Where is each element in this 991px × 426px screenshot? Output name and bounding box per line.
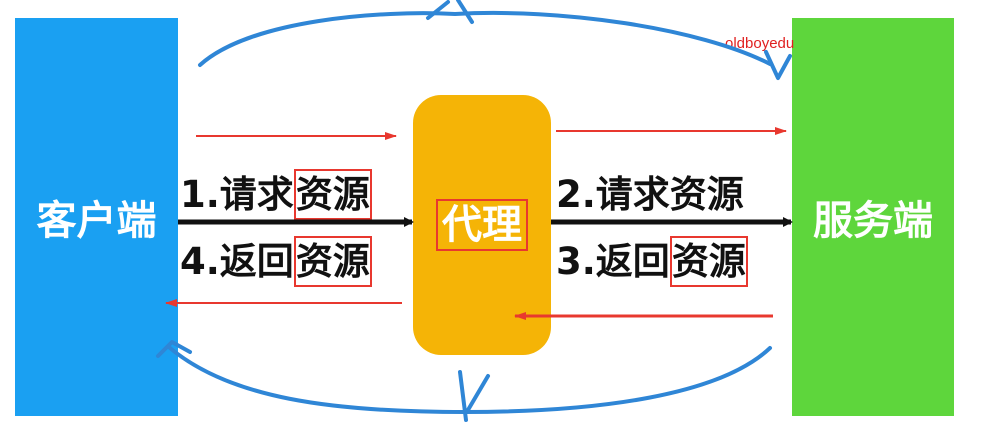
left-response-resource-box: 资源 [293,236,372,287]
right-response-step: 3.返回 [556,240,670,283]
left-request-step: 1.请求 [180,173,294,216]
blue-curve-bottom-mark [458,370,490,422]
server-node: 服务端 [792,18,954,416]
right-request-label: 2.请求资源 [556,176,744,213]
blue-curve-top-head [764,50,792,80]
server-label: 服务端 [813,198,933,244]
left-response-step: 4.返回 [180,240,294,283]
blue-curve-top [198,10,772,67]
left-response-label: 4.返回资源 [180,236,372,287]
watermark: oldboyedu [725,35,795,52]
left-request-label: 1.请求资源 [180,169,372,220]
blue-curve-bottom [168,346,772,415]
left-request-resource-box: 资源 [293,169,372,220]
blue-curve-top-mark [426,0,474,24]
proxy-label: 代理 [436,199,528,251]
right-response-label: 3.返回资源 [556,236,748,287]
proxy-node: 代理 [413,95,551,355]
right-request-step: 2.请求资源 [556,173,744,216]
client-label: 客户端 [36,198,157,244]
right-response-resource-box: 资源 [669,236,748,287]
client-node: 客户端 [15,18,178,416]
